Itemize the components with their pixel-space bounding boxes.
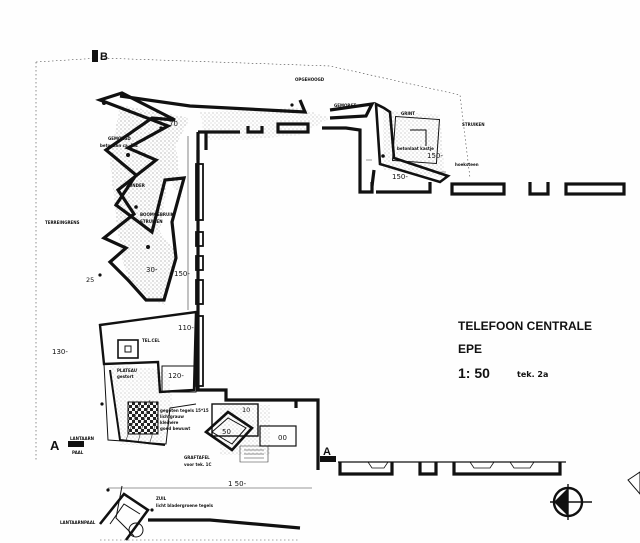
- label-gemorst: GEMORST: [334, 103, 356, 108]
- label-zuil-tegels: licht bladergroene tegels: [156, 503, 214, 508]
- label-opgehoogd: OPGEHOOGD: [295, 77, 325, 82]
- drawing-place: EPE: [458, 342, 482, 356]
- label-gemorsd: GEMORSD: [108, 136, 131, 141]
- label-graftafel: GRAFTAFEL: [184, 455, 210, 460]
- label-lantaarn: LANTAARN: [70, 436, 94, 441]
- drawing-sheet-number: tek. 2a: [517, 370, 548, 379]
- section-marker-a-right: A: [320, 446, 336, 462]
- dim-150-tr: 150-: [427, 152, 443, 160]
- corner-fold-mark: [627, 471, 640, 495]
- label-zonder: ZONDER: [126, 183, 145, 188]
- label-struiken-tr: STRUIKEN: [462, 122, 485, 127]
- phone-cell-plateau: [98, 310, 198, 446]
- dim-150-mid: 150-: [174, 270, 190, 278]
- dim-25: 25: [86, 276, 94, 284]
- building-walls: [195, 122, 626, 476]
- label-graftafel-tek: voor tek. 1C: [184, 462, 211, 467]
- title-block: TELEFOON CENTRALE EPE 1: 50 tek. 2a: [458, 319, 592, 381]
- dimension-lines: [108, 136, 446, 489]
- dim-10: 10: [242, 406, 250, 414]
- compass-icon: [550, 484, 592, 520]
- label-tegels: gegoten tegels 15*15: [160, 408, 209, 413]
- dim-70: 70: [169, 120, 178, 128]
- label-betonkon: betonkon ca. 1:4: [100, 143, 138, 148]
- label-lichtgrauw: lichtgrauw: [160, 414, 184, 419]
- section-marker-b: B: [92, 50, 108, 63]
- label-plateau: PLATEAU: [117, 368, 137, 373]
- dim-120: 120-: [168, 372, 184, 380]
- label-boomgebruik: BOOMGEBRUIK: [140, 212, 175, 217]
- label-kleinere: kleinere: [160, 420, 179, 425]
- label-telcel: TEL.CEL: [142, 338, 160, 343]
- dim-110: 110-: [178, 324, 194, 332]
- dim-50: 50: [222, 428, 231, 436]
- section-a-left-label: A: [50, 438, 60, 453]
- section-marker-a-left: A: [50, 438, 84, 453]
- zigzag-planter-walls: [95, 91, 375, 302]
- label-bewuwt: goed bewuwt: [160, 426, 190, 431]
- tray-structure: [203, 403, 297, 463]
- dim-150-right: 150-: [392, 173, 408, 181]
- label-struiken-l: STRUIKEN: [140, 219, 163, 224]
- column-and-lantern: [98, 485, 301, 541]
- drawing-title: TELEFOON CENTRALE: [458, 319, 592, 333]
- site-boundary: [35, 57, 471, 541]
- label-zuil: ZUIL: [156, 496, 167, 501]
- label-lantaarnpaal: LANTAARNPAAL: [60, 520, 96, 525]
- dim-150-bottom: 1 50-: [228, 480, 247, 488]
- label-grint: GRINT: [401, 111, 415, 116]
- label-paal: PAAL: [72, 450, 84, 455]
- section-b-label: B: [100, 51, 108, 63]
- label-gestort: gestort: [117, 374, 134, 379]
- section-a-right-label: A: [323, 446, 331, 458]
- angled-planter: [370, 101, 451, 187]
- dim-00: 00: [278, 434, 287, 442]
- drawing-scale: 1: 50: [458, 365, 490, 381]
- dim-130: 130-: [52, 348, 68, 356]
- label-kastje: betonlaat kastje: [397, 146, 434, 151]
- tree-markers: [98, 101, 294, 512]
- label-hoeksteen: hoeksteen: [455, 162, 479, 167]
- label-terreingrens: TERREINGRENS: [45, 220, 80, 225]
- dim-30: 30-: [146, 266, 158, 274]
